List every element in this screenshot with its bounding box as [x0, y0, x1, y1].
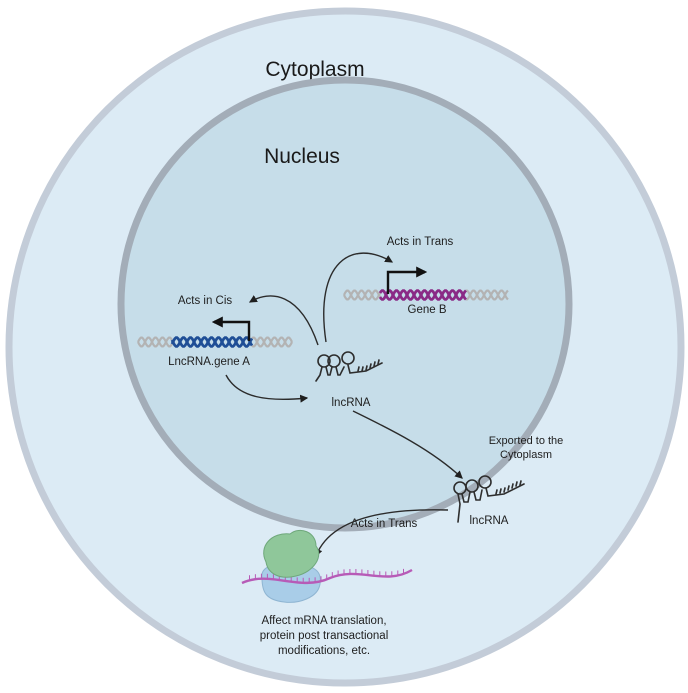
mrna-strand: [241, 568, 413, 585]
cytoplasm-label: Cytoplasm: [265, 58, 364, 81]
gene-b-dna: [343, 289, 509, 301]
transcription-arrow: [225, 374, 309, 403]
outcome-line3: modifications, etc.: [278, 645, 370, 657]
dna-helix-icon: [343, 289, 509, 301]
dna-helix-icon: [137, 336, 293, 348]
export-arrow: [352, 410, 463, 479]
acts-in-trans-nuclear-label: Acts in Trans: [387, 236, 454, 248]
cytoplasmic-lncrna: [453, 475, 525, 523]
gene-a-label: LncRNA.gene A: [168, 356, 250, 368]
promoter-arrow-icon: [386, 266, 428, 294]
cis-action-arrow: [248, 295, 319, 346]
translation-complex: [241, 530, 413, 603]
nuclear-lncrna-label: lncRNA: [332, 397, 371, 409]
export-label-line2: Cytoplasm: [500, 449, 552, 461]
gene-b-label: Gene B: [408, 304, 447, 316]
gene-a-dna: [137, 336, 293, 348]
nuclear-lncrna: [315, 351, 383, 382]
trans-nuclear-arrow: [323, 252, 394, 343]
nucleus-region: [117, 76, 573, 532]
ribosome-icon: [263, 530, 320, 578]
acts-in-cis-label: Acts in Cis: [178, 295, 233, 307]
acts-in-trans-cytoplasm-label: Acts in Trans: [351, 518, 418, 530]
nucleus-label: Nucleus: [264, 145, 340, 168]
export-label-line1: Exported to the: [489, 435, 564, 447]
stem-loop-rna-icon: [315, 351, 383, 382]
outcome-line1: Affect mRNA translation,: [261, 615, 386, 627]
cytoplasmic-lncrna-label: lncRNA: [470, 515, 509, 527]
outcome-line2: protein post transactional: [260, 630, 389, 642]
stem-loop-rna-icon: [453, 475, 525, 523]
promoter-arrow-icon: [211, 316, 251, 341]
trans-cytoplasm-arrow: [314, 509, 449, 558]
